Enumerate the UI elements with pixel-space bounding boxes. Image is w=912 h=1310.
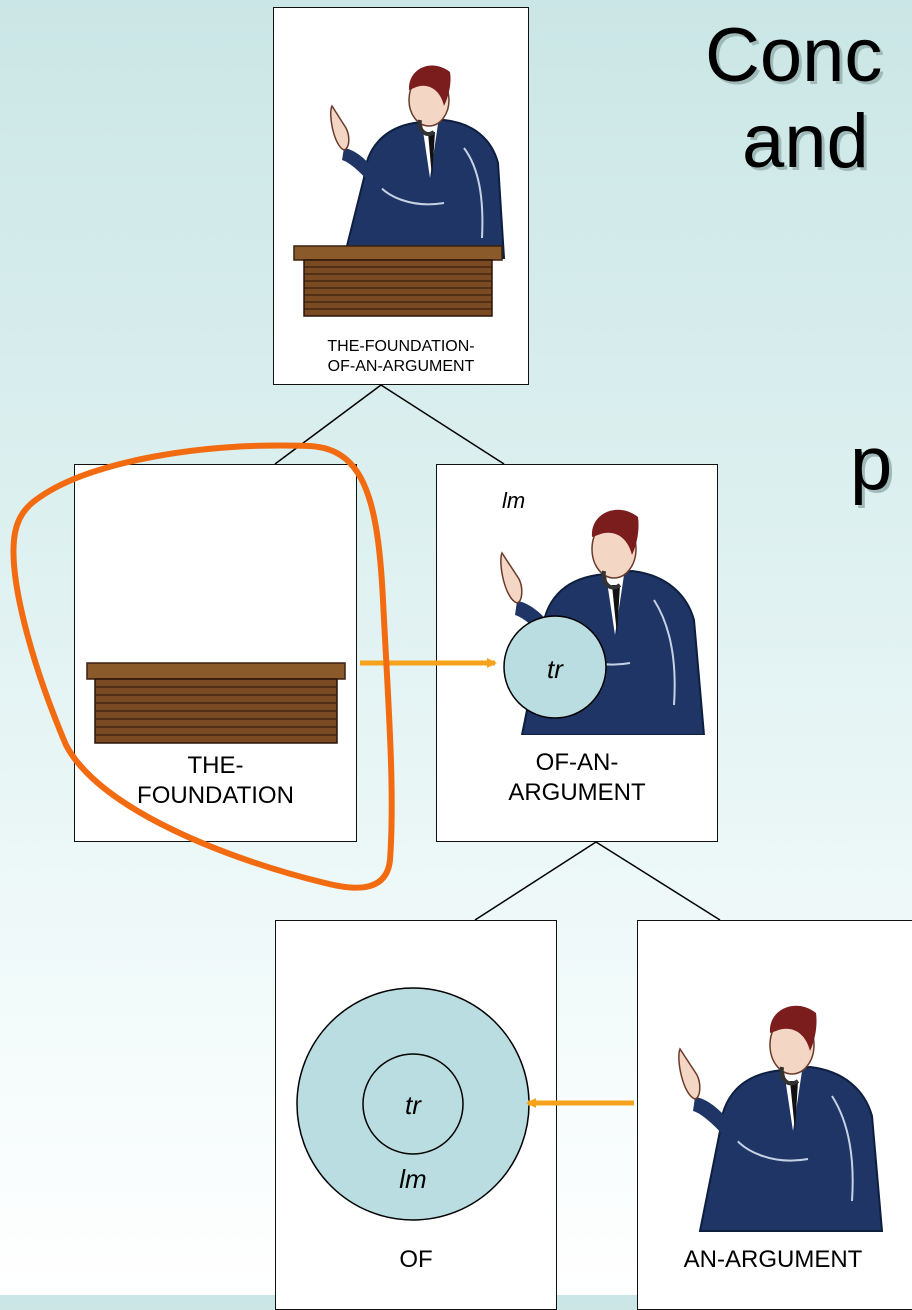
tr-circle xyxy=(503,615,607,719)
argument-panel-label: AN-ARGUMENT xyxy=(683,1246,863,1273)
panel-of: tr lm OF xyxy=(275,920,557,1310)
panel-of-an-argument: lm tr OF-AN- ARGUMENT xyxy=(436,464,718,842)
brick-podium-icon xyxy=(293,245,503,317)
panel-the-foundation-of-an-argument: THE-FOUNDATION- OF-AN-ARGUMENT xyxy=(273,7,529,385)
speaker-figure-icon xyxy=(678,1005,884,1232)
title-line-1: Conc xyxy=(705,13,883,98)
mid-panel-label-line-2: ARGUMENT xyxy=(508,779,646,806)
panel-an-argument: AN-ARGUMENT xyxy=(637,920,912,1310)
mid-panel-lm-label: lm xyxy=(502,488,526,513)
of-panel-label: OF xyxy=(399,1246,433,1273)
mid-panel-tr-label: tr xyxy=(547,654,563,684)
title-line-3: p xyxy=(850,421,893,506)
panel-the-foundation: THE- FOUNDATION xyxy=(74,464,357,842)
mid-panel-label-line-1: OF-AN- xyxy=(535,749,619,776)
title-line-2: and xyxy=(742,99,869,184)
speaker-figure-icon xyxy=(330,65,506,259)
top-panel-label-line-2: OF-AN-ARGUMENT xyxy=(327,358,475,375)
brick-podium-icon xyxy=(86,662,346,744)
left-panel-label-line-1: THE- xyxy=(187,752,244,779)
highlight-loop xyxy=(10,442,395,891)
of-relation-circles xyxy=(296,987,530,1221)
left-panel-label-line-2: FOUNDATION xyxy=(137,782,294,809)
of-panel-lm-label: lm xyxy=(399,1164,427,1194)
top-panel-label-line-1: THE-FOUNDATION- xyxy=(327,338,475,355)
of-panel-tr-label: tr xyxy=(405,1090,421,1120)
